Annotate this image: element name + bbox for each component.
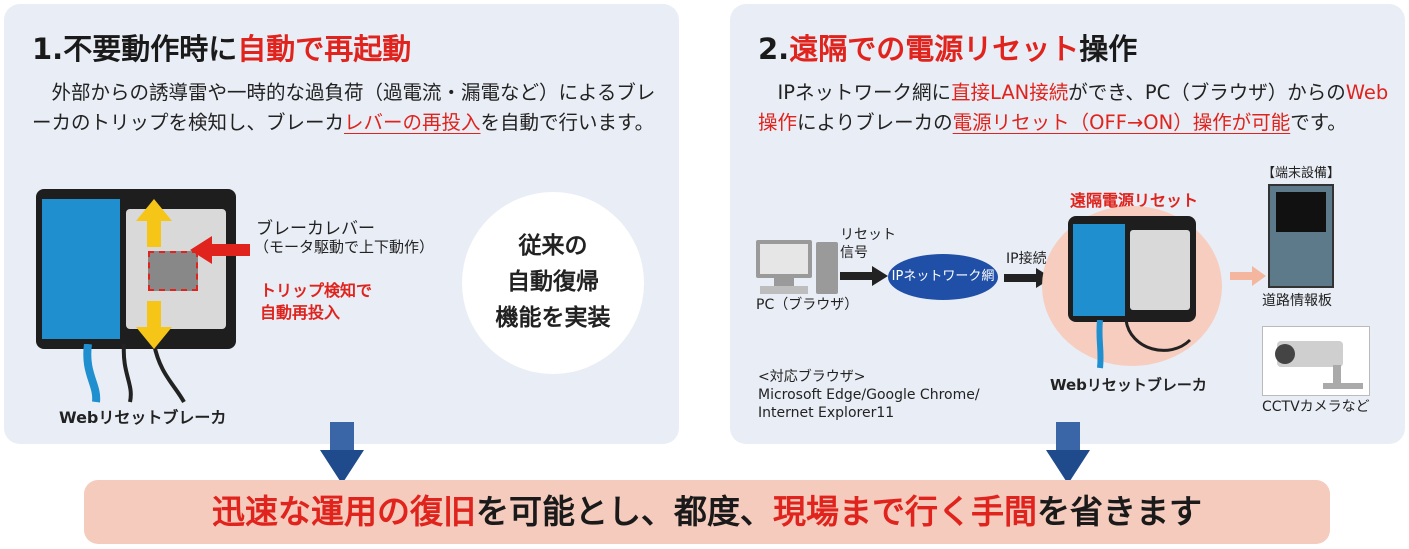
circle-line-2: 自動復帰 (507, 269, 599, 295)
trip-label-1: トリップ検知で (260, 281, 373, 300)
panel1-title: 1.不要動作時に自動で再起動 (32, 32, 412, 66)
circle-line-3: 機能を実装 (495, 305, 611, 331)
circle-line-1: 従来の (518, 233, 588, 259)
road-board-image (1268, 184, 1334, 288)
panel2-description: IPネットワーク網に直接LAN接続ができ、PC（ブラウザ）からのWeb操作により… (758, 81, 1389, 134)
up-down-arrow-icon (136, 199, 172, 349)
reset-signal-label-2: 信号 (840, 245, 868, 261)
browser-title: <対応ブラウザ> (758, 369, 866, 385)
cctv-label: CCTVカメラなど (1262, 399, 1370, 415)
feature-circle: 従来の 自動復帰 機能を実装 (462, 192, 644, 374)
panel1-device-label: Webリセットブレーカ (59, 408, 227, 427)
remote-reset-label: 遠隔電源リセット (1070, 191, 1199, 210)
reset-signal-label-1: リセット (840, 227, 896, 243)
down-arrow-right-icon (1046, 422, 1090, 484)
arrow-to-terminal-icon (1230, 266, 1266, 286)
red-arrow-icon (190, 236, 250, 264)
ip-label: IP接続 (1006, 251, 1047, 267)
cctv-camera-image (1262, 326, 1370, 396)
panel-auto-restart: 1.不要動作時に自動で再起動 外部からの誘導雷や一時的な過負荷（過電流・漏電など… (4, 4, 679, 444)
panel2-device-label: Webリセットブレーカ (1050, 376, 1207, 394)
remote-breaker-image (1068, 216, 1196, 322)
trip-label-2: 自動再投入 (260, 303, 341, 322)
terminal-label: 【端末設備】 (1262, 166, 1341, 181)
panel1-description: 外部からの誘導雷や一時的な過負荷（過電流・漏電など）によるブレーカのトリップを検… (32, 81, 656, 134)
down-arrow-left-icon (320, 422, 364, 484)
road-board-label: 道路情報板 (1262, 293, 1332, 309)
summary-bar: 迅速な運用の復旧を可能とし、都度、現場まで行く手間を省きます (84, 480, 1330, 544)
panel2-title: 2.遠隔での電源リセット操作 (758, 32, 1138, 66)
browser-line-1: Microsoft Edge/Google Chrome/ (758, 387, 980, 403)
browser-line-2: Internet Explorer11 (758, 405, 895, 421)
network-label: IPネットワーク網 (891, 269, 995, 284)
breaker-device-image (36, 189, 236, 349)
arrow-to-network-icon (840, 266, 888, 286)
panel-remote-reset: 2.遠隔での電源リセット操作 IPネットワーク網に直接LAN接続ができ、PC（ブ… (730, 4, 1405, 444)
lever-sub-label: （モータ駆動で上下動作） (254, 238, 435, 256)
pc-label: PC（ブラウザ） (756, 297, 859, 313)
cable-image (83, 344, 186, 403)
network-ellipse: IPネットワーク網 (888, 254, 998, 300)
pc-icon (756, 240, 838, 294)
lever-label: ブレーカレバー (256, 219, 375, 239)
remote-cable-image (1096, 320, 1192, 369)
arrow-to-breaker-icon (1004, 268, 1052, 288)
